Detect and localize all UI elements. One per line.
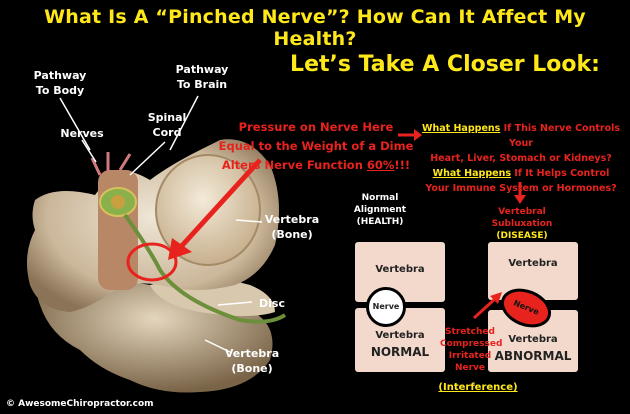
abnormal-vertebra-bottom: Vertebra ABNORMAL	[488, 310, 578, 372]
pressure-text: Pressure on Nerve Here Equal to the Weig…	[218, 120, 414, 172]
subluxation-label: Vertebral Subluxation (DISEASE)	[491, 207, 553, 241]
subluxation-arrow	[514, 182, 526, 204]
pressure-arrow	[168, 158, 262, 260]
pinch-circle	[126, 242, 178, 282]
abnormal-vertebra-top: Vertebra	[488, 242, 578, 300]
label-pathway-brain: Pathway To Brain	[175, 63, 229, 91]
label-leader-lines	[59, 95, 263, 353]
label-vertebra-bottom: Vertebra (Bone)	[224, 347, 280, 375]
stretched-compressed-text: Stretched Compressed Irritated Nerve	[440, 327, 503, 373]
footer-credit: © AwesomeChiropractor.com	[6, 399, 154, 409]
normal-alignment-label: Normal Alignment (HEALTH)	[353, 193, 407, 227]
label-disc: Disc	[259, 297, 285, 310]
nerve-path	[123, 213, 287, 324]
vertebra-body	[155, 154, 261, 266]
what-arrow	[398, 129, 422, 141]
main-title: What Is A “Pinched Nerve”? How Can It Af…	[44, 6, 586, 50]
interference-label: (Interference)	[438, 382, 518, 393]
stretched-arrow	[472, 292, 502, 320]
label-nerves: Nerves	[60, 127, 104, 140]
spine-illustration	[26, 139, 287, 393]
label-pathway-body: Pathway To Body	[33, 69, 87, 97]
label-spinal-cord: Spinal Cord	[147, 111, 187, 139]
label-vertebra-top: Vertebra (Bone)	[264, 213, 320, 241]
subtitle: Let’s Take A Closer Look:	[290, 52, 600, 77]
normal-nerve-circle: Nerve	[366, 287, 406, 327]
